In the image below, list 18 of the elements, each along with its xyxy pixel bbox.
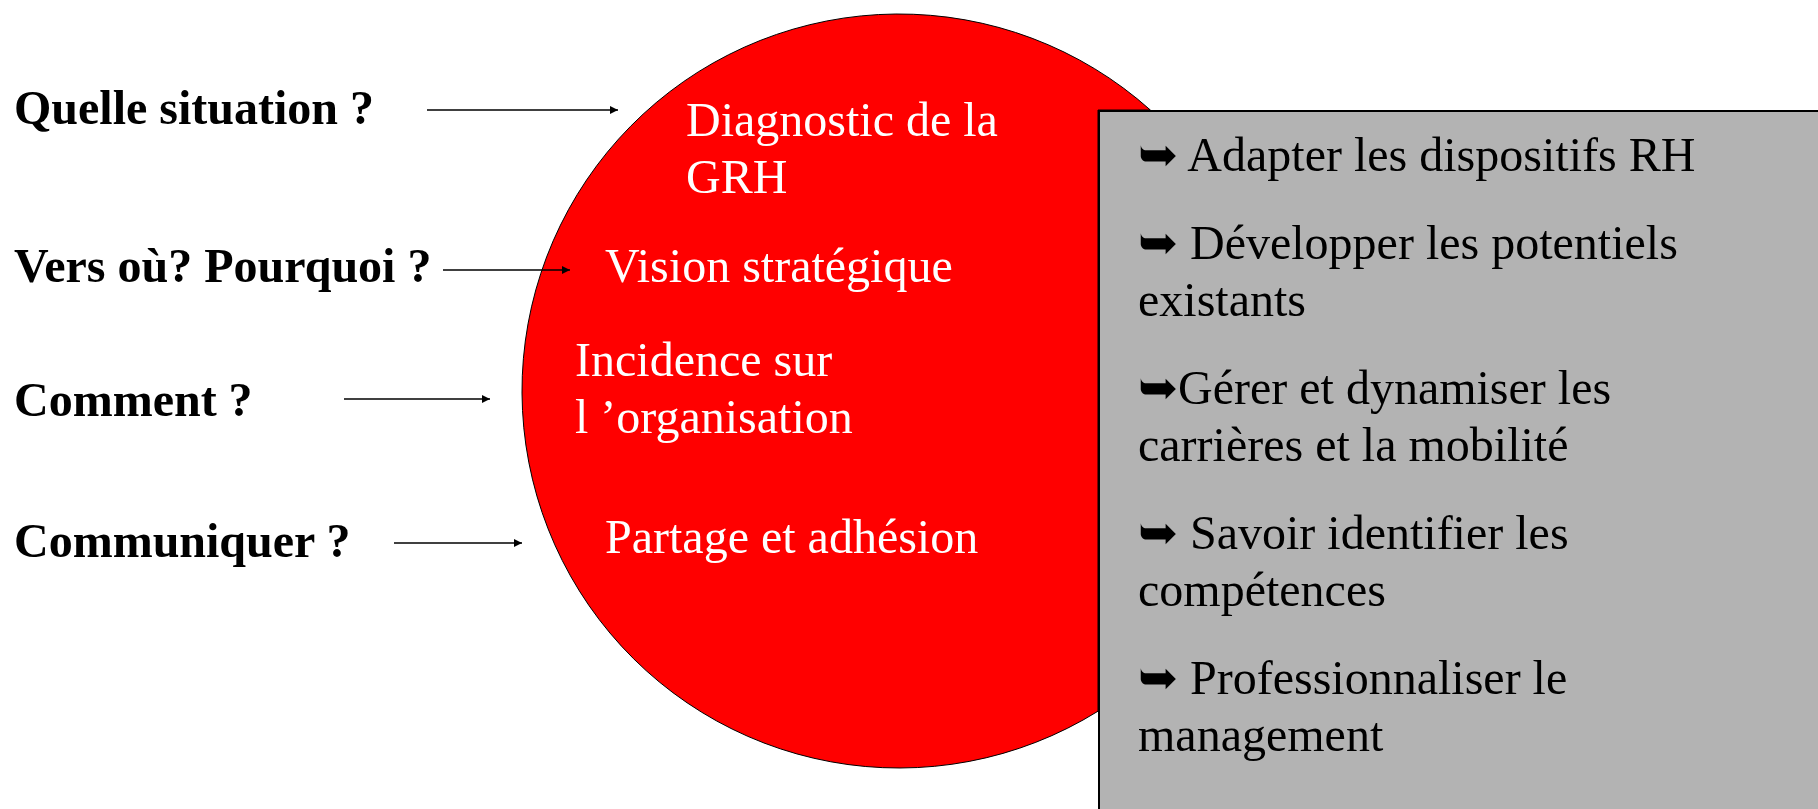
arrow bbox=[393, 539, 523, 547]
circle-text: Incidence sur l ’organisation bbox=[574, 332, 854, 445]
arrow bbox=[343, 395, 491, 403]
arrow bbox=[426, 106, 619, 114]
question-text: Comment ? bbox=[14, 372, 254, 428]
panel bbox=[1098, 110, 1818, 809]
question-text: Communiquer ? bbox=[14, 513, 352, 569]
bullet-text: ➥ Savoir identifier les compétences bbox=[1138, 505, 1570, 618]
bullet-text: ➥ Développer les potentiels existants bbox=[1138, 215, 1679, 328]
question-text: Quelle situation ? bbox=[14, 80, 376, 136]
circle-text: Vision stratégique bbox=[604, 238, 953, 294]
bullet-text: ➥ Professionnaliser le management bbox=[1138, 650, 1569, 763]
bullet-text: ➥ Adapter les dispositifs RH bbox=[1138, 127, 1697, 183]
circle-text: Partage et adhésion bbox=[604, 509, 979, 565]
bullet-text: ➥Gérer et dynamiser les carrières et la mobilité bbox=[1138, 360, 1613, 473]
circle-text: Diagnostic de la GRH bbox=[685, 92, 999, 205]
question-text: Vers où? Pourquoi ? bbox=[14, 238, 433, 294]
arrow bbox=[442, 266, 571, 274]
